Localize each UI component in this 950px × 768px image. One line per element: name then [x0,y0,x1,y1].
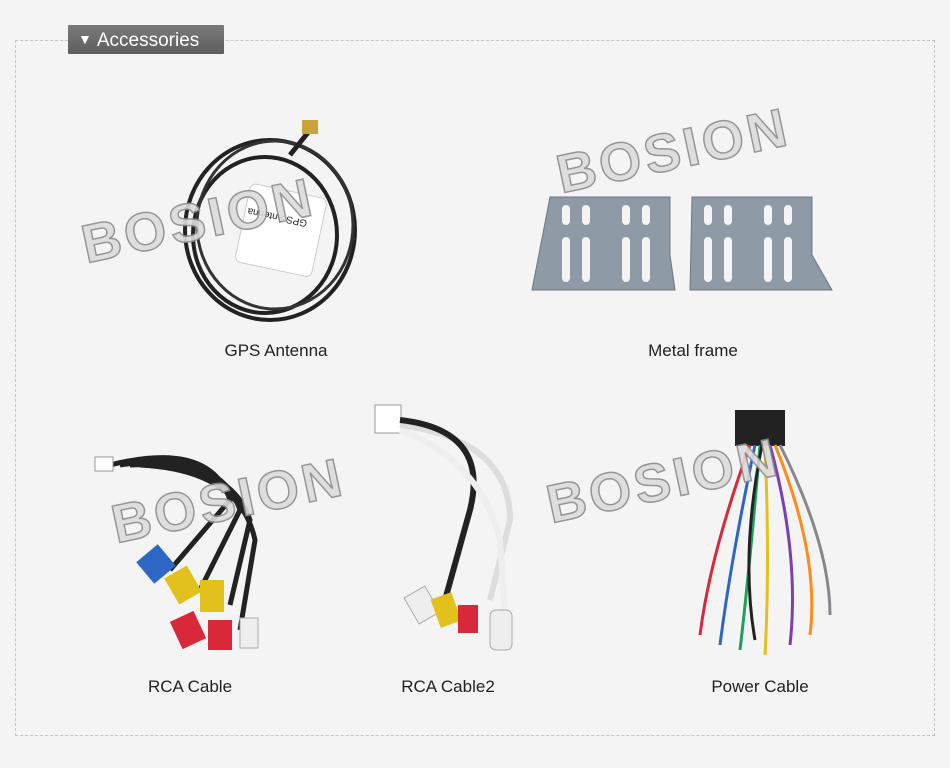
metal-frame-label: Metal frame [648,341,738,360]
section-header: ▼Accessories [68,25,224,54]
rca-cable-label: RCA Cable [147,677,233,696]
accessories-panel [15,40,935,736]
rca-cable-image [94,455,259,650]
gps-antenna-label: GPS Antenna [224,341,328,360]
gps-antenna-image: GPS Antenna [183,120,357,322]
rca-cable2-label: RCA Cable2 [401,677,495,696]
power-cable-image [698,410,832,656]
rca-cable2-image [374,404,514,651]
section-title: Accessories [96,30,200,51]
power-cable-label: Power Cable [711,677,809,696]
metal-frame-image [531,196,833,291]
triangle-down-icon: ▼ [78,31,92,47]
